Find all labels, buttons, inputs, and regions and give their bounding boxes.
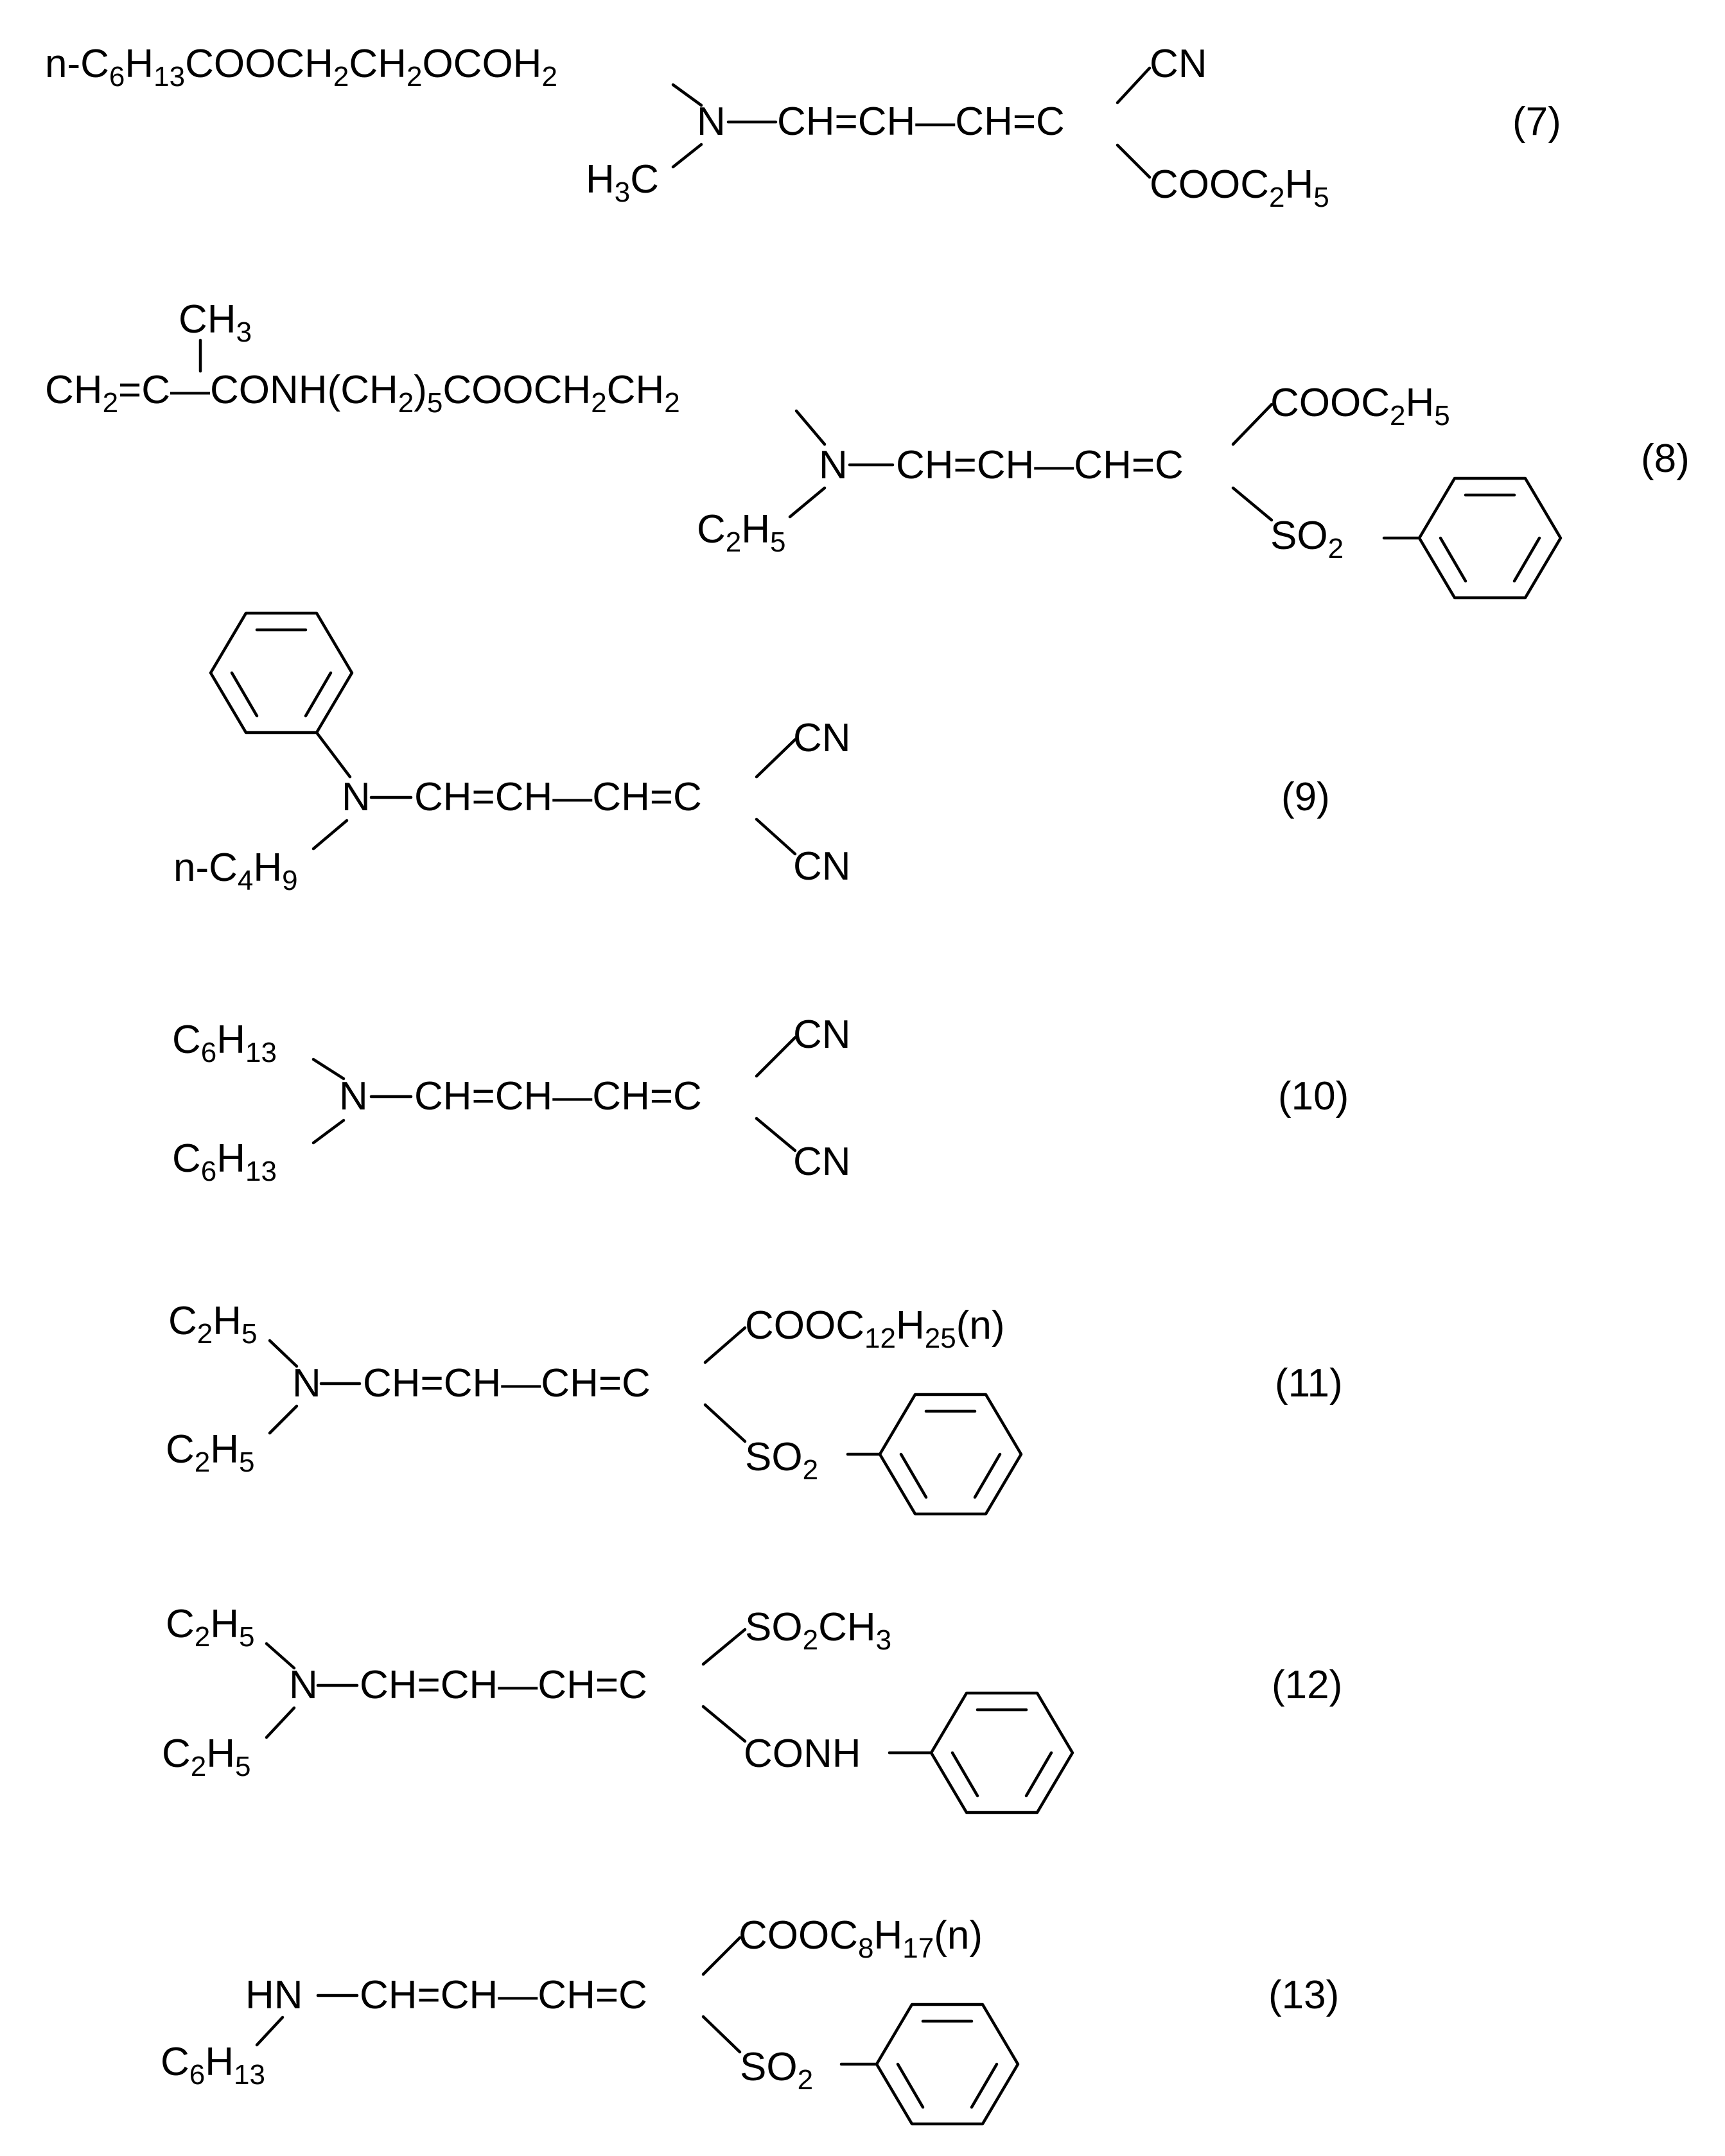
compound-9-top-group: CN: [793, 716, 851, 760]
compound-12-bottom-group: CONH: [744, 1732, 861, 1776]
compound-10-bond: [757, 1038, 795, 1076]
compound-11-bond: [705, 1328, 745, 1362]
compound-7-bond: [673, 144, 701, 167]
compound-11-amine: N: [292, 1361, 321, 1405]
compound-9-bond: [313, 821, 347, 849]
compound-7-backbone: CH=CH—CH=C: [777, 100, 1065, 144]
compound-11-n-substituent-bottom: C2H5: [166, 1427, 255, 1478]
compound-9-backbone: CH=CH—CH=C: [414, 775, 702, 819]
compound-8-bottom-group: SO2: [1270, 514, 1344, 564]
phenyl-ring-icon: [880, 1395, 1021, 1514]
compound-10-number: (10): [1278, 1074, 1349, 1118]
compound-7-bond: [1117, 68, 1150, 103]
compound-8-n-substituent: C2H5: [697, 507, 786, 558]
phenyl-ring-icon: [1419, 478, 1561, 598]
compound-7-number: (7): [1512, 100, 1561, 144]
compound-10-amine: N: [339, 1074, 368, 1118]
compound-10-backbone: CH=CH—CH=C: [414, 1074, 702, 1118]
compound-7-top-group: CN: [1150, 42, 1207, 86]
compound-10-bond: [757, 1118, 795, 1151]
compound-13-bond: [257, 2017, 283, 2045]
compound-7-chain: n-C6H13COOCH2CH2OCOH2: [45, 42, 557, 92]
compound-8-bond: [1233, 488, 1272, 520]
compound-11-number: (11): [1275, 1361, 1343, 1405]
compound-9-bond: [317, 733, 350, 777]
compound-12-bond: [267, 1644, 294, 1668]
compound-12-bond: [703, 1707, 745, 1741]
compound-12-number: (12): [1272, 1663, 1342, 1707]
compound-8-chain: CH2=C—CONH(CH2)5COOCH2CH2: [45, 368, 680, 419]
compound-12-bond: [703, 1630, 745, 1664]
compound-8-backbone: CH=CH—CH=C: [896, 443, 1184, 487]
compound-8-bond: [1233, 404, 1272, 444]
compound-9-bottom-group: CN: [793, 844, 851, 889]
compound-13-bond: [703, 1938, 740, 1974]
compound-11-bond: [705, 1405, 745, 1441]
compound-13-bond: [703, 2017, 740, 2052]
compound-12-n-substituent-top: C2H5: [166, 1602, 255, 1653]
compound-10-bond: [313, 1120, 344, 1143]
compound-12-n-substituent-bottom: C2H5: [162, 1732, 251, 1782]
compound-9-bond: [757, 740, 795, 777]
compound-13-backbone: CH=CH—CH=C: [360, 1973, 647, 2017]
compound-8: CH3 CH2=C—CONH(CH2)5COOCH2CH2 N C2H5 CH=…: [45, 297, 1690, 598]
compound-11-bottom-group: SO2: [745, 1435, 818, 1486]
compound-9-n-substituent: n-C4H9: [173, 846, 298, 896]
compound-10-n-substituent-bottom: C6H13: [172, 1136, 277, 1187]
compound-7-n-substituent: H3C: [586, 157, 659, 208]
compound-10-bottom-group: CN: [793, 1140, 851, 1184]
compound-12-backbone: CH=CH—CH=C: [360, 1663, 647, 1707]
compound-12-amine: N: [289, 1663, 318, 1707]
compound-7-bond: [673, 85, 701, 105]
compound-8-bond: [790, 488, 825, 517]
compound-9-number: (9): [1281, 775, 1330, 819]
compound-11-top-group: COOC12H25(n): [745, 1303, 1004, 1354]
compound-11-bond: [270, 1341, 297, 1366]
compound-11-bond: [270, 1406, 297, 1433]
compound-8-bond: [796, 411, 825, 444]
compound-13-n-substituent: C6H13: [161, 2040, 265, 2091]
compound-10: C6H13 N C6H13 CH=CH—CH=C CN CN (10): [172, 1013, 1349, 1187]
phenyl-ring-icon: [931, 1693, 1073, 1813]
compound-10-top-group: CN: [793, 1013, 851, 1057]
compound-7-bond: [1117, 145, 1150, 177]
phenyl-ring-icon: [211, 613, 352, 733]
compound-11: C2H5 N C2H5 CH=CH—CH=C COOC12H25(n) SO2 …: [166, 1299, 1343, 1514]
compound-10-n-substituent-top: C6H13: [172, 1018, 277, 1068]
compound-8-methyl: CH3: [179, 297, 252, 348]
compound-8-amine: N: [819, 443, 848, 487]
compound-13-top-group: COOC8H17(n): [739, 1913, 983, 1964]
compound-13-bottom-group: SO2: [740, 2045, 813, 2096]
compound-13-amine: HN: [245, 1973, 303, 2017]
compound-10-bond: [313, 1059, 344, 1079]
compound-11-n-substituent-top: C2H5: [168, 1299, 258, 1350]
compound-11-backbone: CH=CH—CH=C: [363, 1361, 651, 1405]
compound-13: HN C6H13 CH=CH—CH=C COOC8H17(n) SO2 (13): [161, 1913, 1339, 2124]
compound-7-bottom-group: COOC2H5: [1150, 162, 1329, 213]
compound-12-bond: [267, 1708, 294, 1737]
compound-9-bond: [757, 819, 795, 854]
compound-12-top-group: SO2CH3: [745, 1605, 891, 1656]
compound-12: C2H5 N C2H5 CH=CH—CH=C SO2CH3 CONH (12): [162, 1602, 1342, 1813]
compound-9-amine: N: [342, 775, 371, 819]
compound-8-number: (8): [1641, 437, 1690, 481]
phenyl-ring-icon: [877, 2004, 1018, 2124]
compound-7: n-C6H13COOCH2CH2OCOH2 N H3C CH=CH—CH=C C…: [45, 42, 1561, 213]
compound-8-top-group: COOC2H5: [1270, 381, 1450, 431]
compound-13-number: (13): [1268, 1973, 1339, 2017]
compound-9: N n-C4H9 CH=CH—CH=C CN CN (9): [173, 613, 1330, 896]
